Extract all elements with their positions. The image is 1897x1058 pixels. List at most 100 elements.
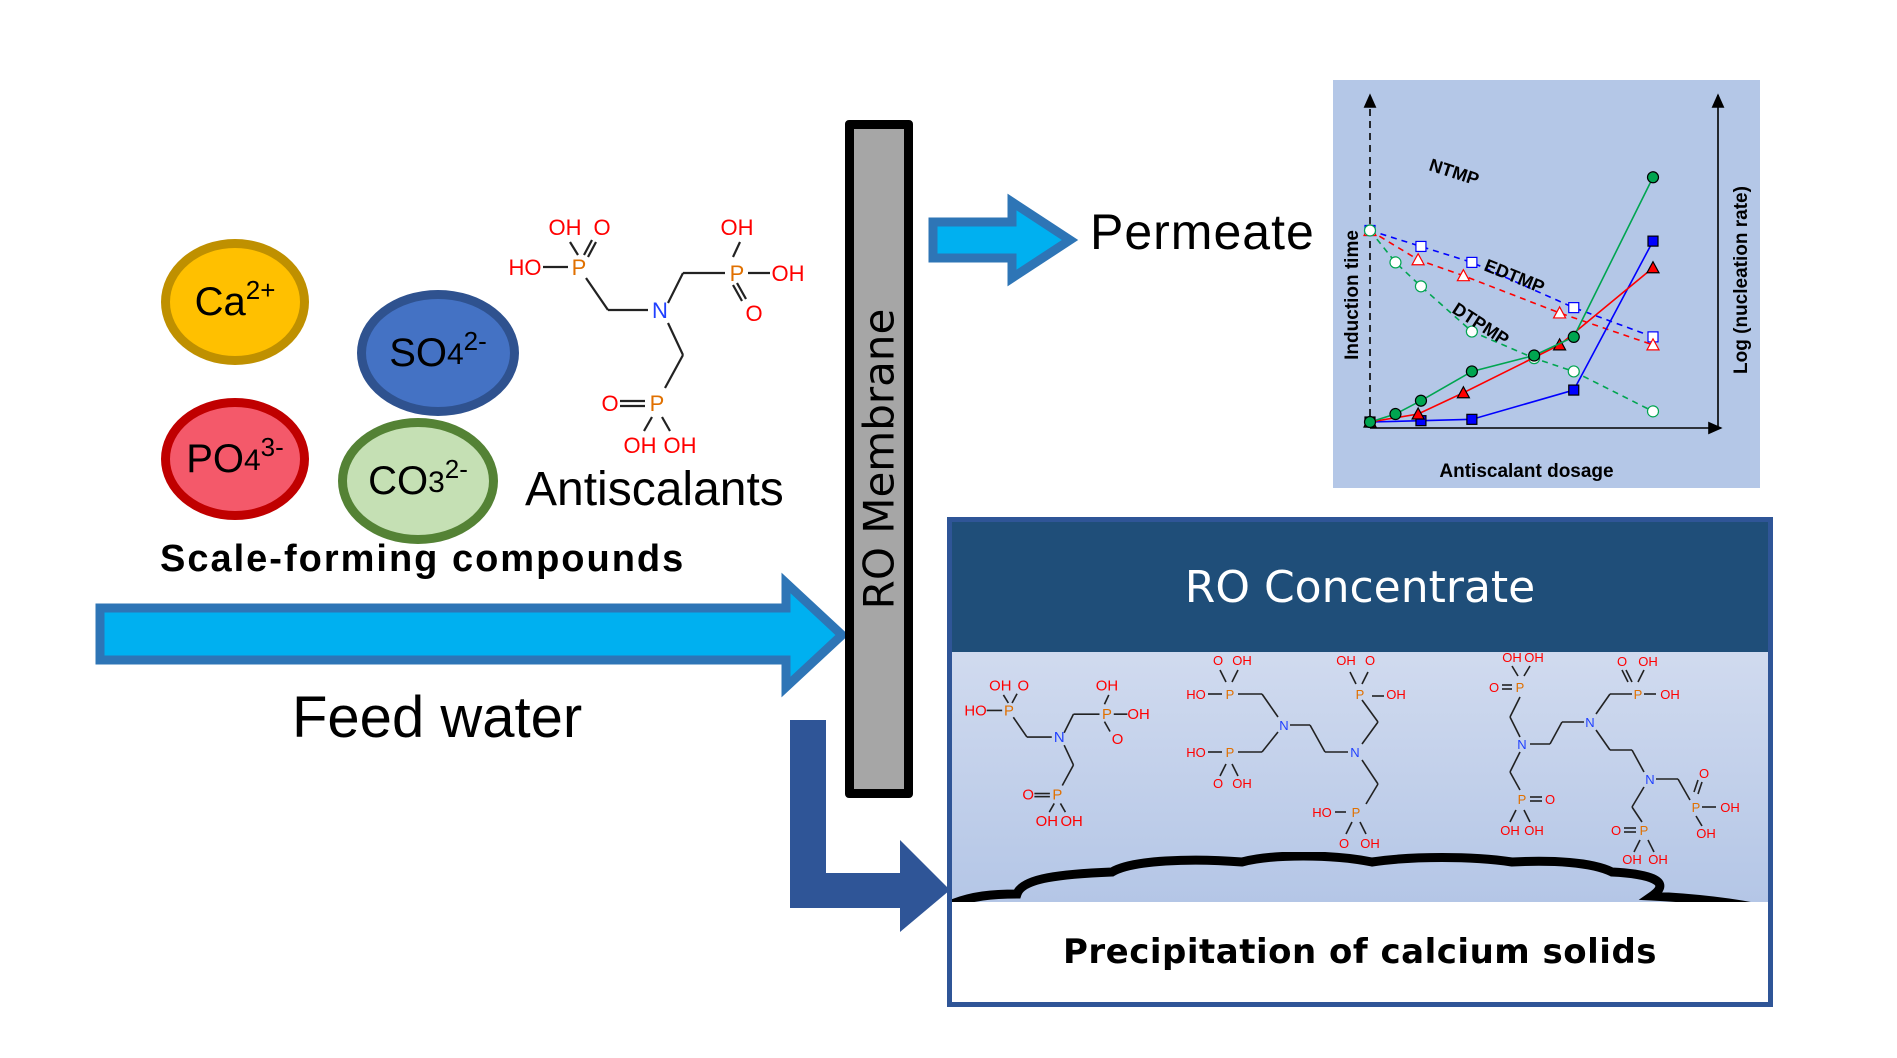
data-point-edtmp [1456,385,1471,399]
atom-label: O [1617,654,1627,669]
ntmp-molecule-structure: OH O HO P N OH P OH O O P OH OH [509,215,805,458]
atom-label: OH [1622,852,1642,867]
atom-label: OH [1648,852,1668,867]
atom-label: P [650,391,665,416]
atom-label: OH [1524,823,1544,838]
data-point-ntmp [1415,240,1427,253]
atom-label: O [1611,823,1621,838]
ro-membrane: RO Membrane [845,120,913,798]
atom-label: N [1645,772,1654,787]
atom-label: P [1004,703,1014,719]
data-point-ntmp [1647,235,1659,247]
atom-label: O [1545,792,1555,807]
ion-charge: 2- [463,325,487,356]
precipitation-area: Precipitation of calcium solids [952,902,1768,1002]
atom-label: O [1213,776,1223,791]
ro-membrane-label: RO Membrane [854,308,904,610]
series-annotation-edtmp: EDTMP [1482,255,1548,297]
atom-label: P [1226,687,1235,702]
atom-label: OH [1638,654,1658,669]
atom-label: OH [1660,687,1680,702]
atom-label: N [1054,730,1065,746]
atom-label: OH [772,261,805,286]
atom-label: N [1585,715,1594,730]
antiscalants-label: Antiscalants [525,463,784,516]
data-point-dtpmp [1389,407,1402,421]
atom-label: O [1489,680,1499,695]
ntmp-molecule-small: OH O HO P N OH P OH O O P OH OH [964,679,1149,830]
atom-label: OH [1127,707,1149,723]
ion-symbol: SO [389,330,447,375]
ion-charge: 2- [444,453,468,484]
atom-label: O [1699,766,1709,781]
data-point-dtpmp [1363,415,1377,429]
atom-label: OH [549,215,582,240]
atom-label: HO [1186,745,1206,760]
data-point-dtpmp [1528,349,1541,362]
atom-label: P [730,261,745,286]
ion-symbol: CO [368,458,429,503]
atom-label: OH [1060,814,1082,830]
data-point-dtpmp [1646,171,1660,184]
atom-label: O [1017,679,1029,695]
atom-label: O [1339,836,1349,851]
atom-label: P [572,255,587,280]
permeate-label: Permeate [1090,204,1315,260]
series-line-edtmp-induction [1369,229,1654,346]
atom-label: P [1640,823,1649,838]
atom-label: O [1022,788,1034,804]
atom-label: O [1213,653,1223,668]
atom-label: HO [509,255,542,280]
atom-label: N [652,298,668,323]
data-point-ntmp [1466,413,1478,425]
data-point-dtpmp [1646,405,1660,418]
atom-label: N [1517,737,1526,752]
data-point-dtpmp [1389,256,1402,269]
data-point-edtmp [1411,252,1426,266]
ion-symbol: PO [186,436,244,481]
atom-label: O [745,301,762,326]
ion-subscript: 3 [428,466,445,499]
atom-label: OH [1336,653,1356,668]
series-line-dtpmp-nucleation [1369,176,1654,423]
atom-label: O [1365,653,1375,668]
atom-label: OH [1232,653,1252,668]
atom-label: OH [1502,652,1522,665]
series-annotation-dtpmp: DTPMP [1449,299,1513,350]
atom-label: P [1516,680,1525,695]
precipitation-label: Precipitation of calcium solids [1062,932,1658,972]
atom-label: P [1052,788,1062,804]
data-point-edtmp [1645,260,1661,274]
data-point-dtpmp [1567,365,1580,378]
data-point-ntmp [1568,384,1580,396]
atom-label: N [1279,718,1288,733]
data-point-dtpmp [1465,365,1478,378]
atom-label: OH [664,433,697,458]
atom-label: OH [1696,826,1716,841]
atom-label: P [1518,792,1527,807]
atom-label: P [1356,687,1365,702]
permeate-arrow [928,193,1079,287]
series-annotation-ntmp: NTMP [1427,155,1482,190]
atom-label: P [1692,800,1701,815]
ro-concentrate-title: RO Concentrate [1184,561,1536,613]
data-point-edtmp [1552,305,1567,319]
feed-water-arrow [95,572,849,698]
chart-left-y-axis-label: Induction time [1342,230,1363,360]
data-point-dtpmp [1363,224,1377,237]
atom-label: HO [1312,805,1332,820]
atom-label: P [1352,805,1361,820]
atom-label: O [601,391,618,416]
data-point-dtpmp [1414,280,1428,293]
atom-label: OH [989,679,1011,695]
data-point-edtmp [1645,337,1661,351]
data-point-edtmp [1411,406,1426,420]
ion-symbol: Ca [194,279,246,324]
atom-label: OH [1232,776,1252,791]
